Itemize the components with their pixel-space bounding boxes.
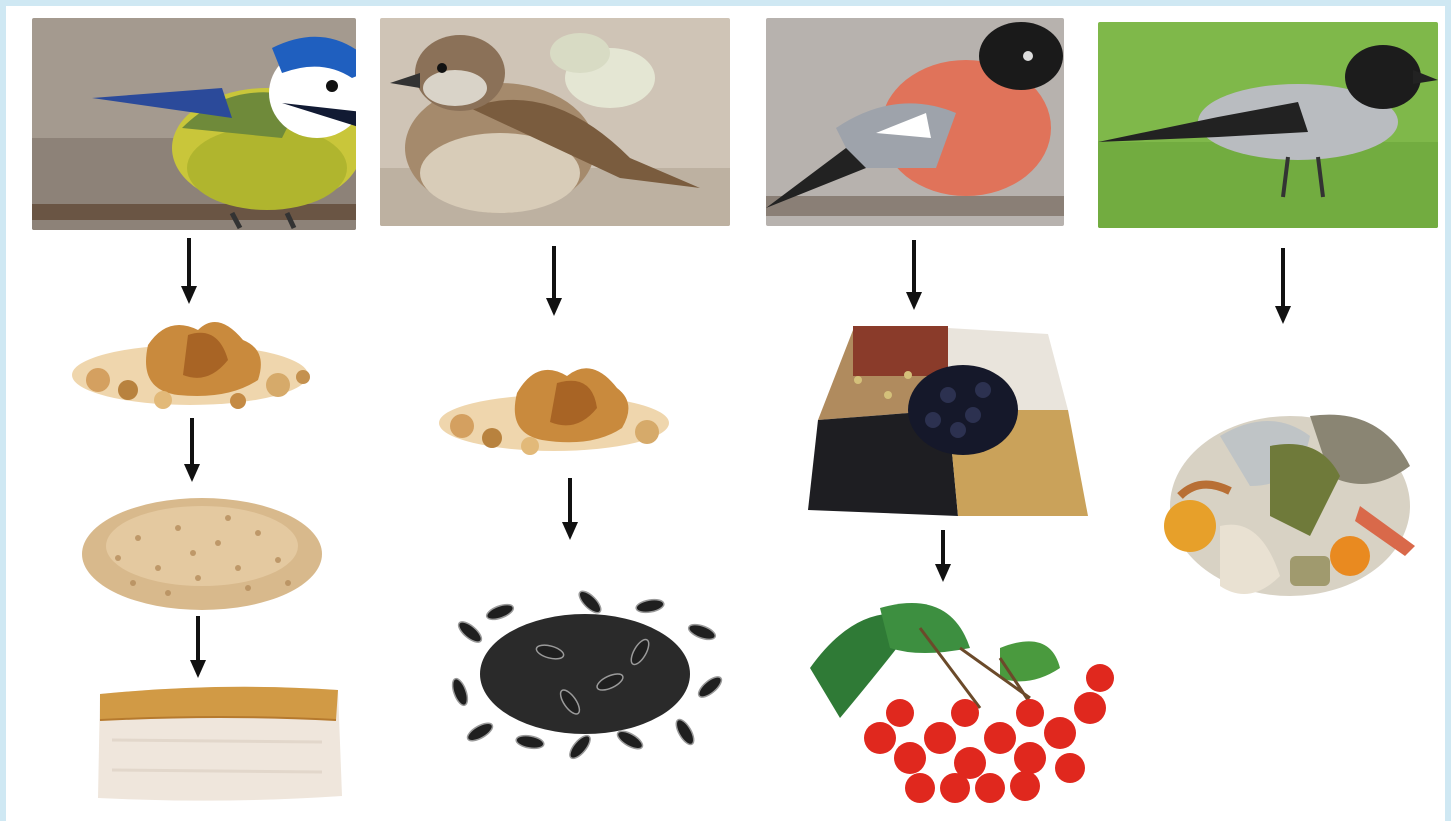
arrow-down-icon [182, 418, 202, 482]
millet-grain-image [78, 488, 326, 614]
arrow-down-icon [933, 530, 953, 582]
bread-crumbs-image [68, 305, 313, 417]
lard-image [92, 680, 346, 806]
arrow-down-icon [904, 240, 924, 310]
mixed-seeds-image [798, 320, 1090, 520]
bullfinch-photo [766, 18, 1064, 226]
hooded-crow-photo [1098, 22, 1438, 228]
arrow-down-icon [188, 616, 208, 678]
sunflower-seeds-image [440, 592, 730, 760]
arrow-down-icon [544, 246, 564, 316]
arrow-down-icon [560, 478, 580, 540]
arrow-down-icon [179, 238, 199, 304]
arrow-down-icon [1273, 248, 1293, 324]
rowan-berries-image [800, 588, 1130, 808]
bread-crumbs-image [432, 348, 677, 460]
sparrow-photo [380, 18, 730, 226]
food-scraps-image [1160, 376, 1422, 612]
blue-tit-photo [32, 18, 356, 230]
